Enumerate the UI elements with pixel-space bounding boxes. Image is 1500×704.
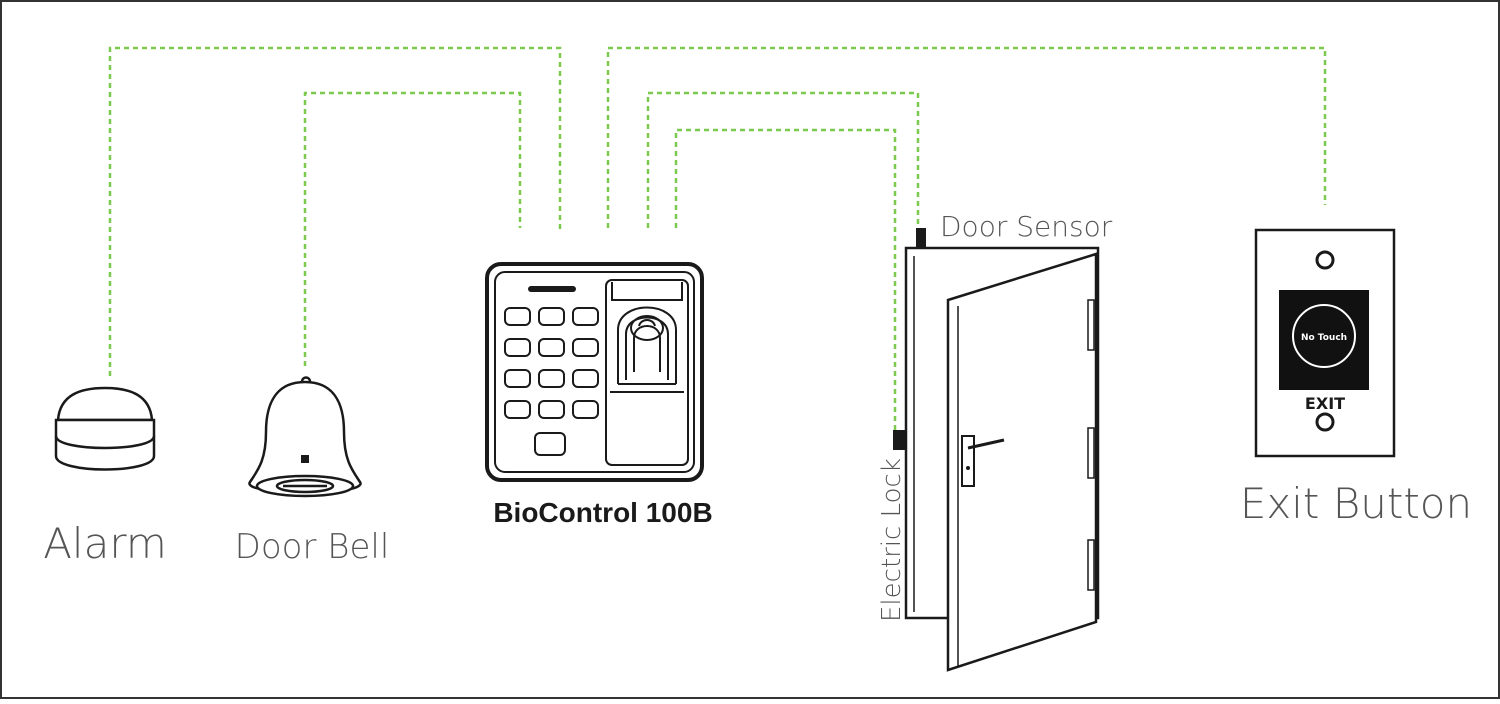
door-bell-label: Door Bell [235,527,390,567]
alarm-label: Alarm [43,519,167,568]
device-label: BioControl 100B [493,497,712,528]
door-sensor-label: Door Sensor [940,210,1113,243]
electric-lock-icon [893,430,907,450]
exit-button-label: Exit Button [1240,479,1472,528]
door-bell-icon [248,376,362,498]
wire-door-bell [303,91,522,366]
exit-button-icon [1254,228,1396,458]
fingerprint-sensor [610,306,684,393]
keypad [504,307,599,456]
wire-alarm [108,46,562,376]
wires [108,46,1327,430]
fingerprint-device-icon [485,262,704,482]
door-sensor-icon [916,228,926,248]
exit-text: EXIT [1305,394,1345,413]
wire-door-sensor [646,91,920,232]
no-touch-label: No Touch [1301,333,1347,343]
door-icon [904,246,1100,672]
wire-exit-button [606,46,1327,228]
wire-electric-lock [674,128,897,430]
alarm-icon [54,386,156,471]
electric-lock-label: Electric Lock [877,458,907,622]
